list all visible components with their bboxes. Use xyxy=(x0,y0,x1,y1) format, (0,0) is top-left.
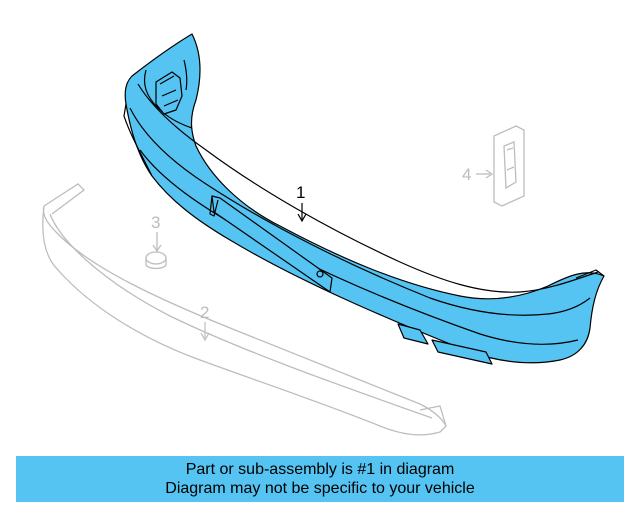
part-4-bracket xyxy=(476,125,525,207)
callout-2: 2 xyxy=(200,303,210,342)
diagram-caption: Part or sub-assembly is #1 in diagram Di… xyxy=(16,456,624,502)
callout-4: 4 xyxy=(462,165,471,184)
callout-4-label: 4 xyxy=(462,165,471,184)
callout-3-label: 3 xyxy=(151,213,160,232)
callout-1-label: 1 xyxy=(296,183,305,202)
part-2-valance-strip xyxy=(42,183,447,436)
caption-line-1: Part or sub-assembly is #1 in diagram xyxy=(185,461,455,478)
caption-line-2: Diagram may not be specific to your vehi… xyxy=(165,480,475,497)
callout-3: 3 xyxy=(151,213,160,232)
callout-2-label: 2 xyxy=(200,303,209,322)
part-1-bumper-cover xyxy=(123,33,605,365)
callout-1: 1 xyxy=(296,183,307,223)
part-3-plug xyxy=(145,232,167,270)
